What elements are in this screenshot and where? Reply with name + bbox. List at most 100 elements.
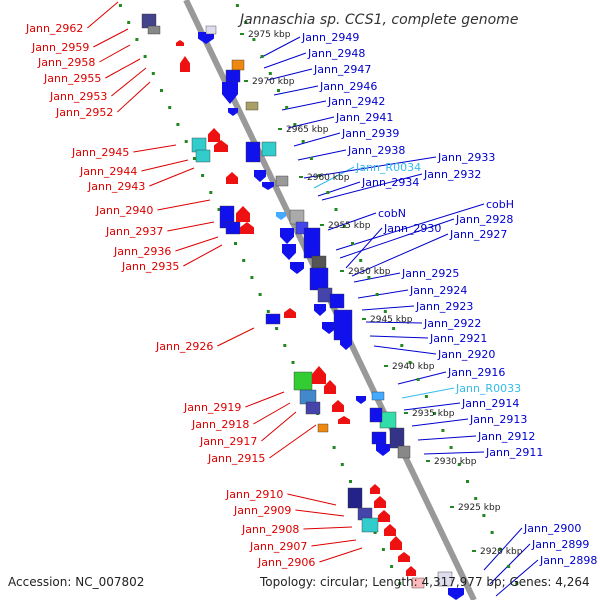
scale-label: 2960 kbp [307,173,350,183]
scale-label: 2970 kbp [252,77,295,87]
left-gene-label: Jann_2910 [225,488,283,501]
right-label-leader [287,116,335,129]
gene-block [371,391,385,401]
gene-block [411,577,425,589]
right-gene-labels: Jann_2949Jann_2948Jann_2947Jann_2946Jann… [301,31,597,567]
left-tick-row-dot [340,463,344,466]
left-tick-row-dot [373,531,377,534]
forward-gene-arrow [390,536,402,550]
scale-tick [472,550,476,552]
gene-block [333,309,353,341]
reverse-gene-arrow [314,304,326,316]
right-tick-row-dot [507,565,511,568]
right-tick-row-dot [392,327,396,330]
left-label-leader [167,221,215,232]
gene-block [225,69,241,83]
left-gene-label: Jann_2955 [43,72,101,85]
genome-title: Jannaschia sp. CCS1, complete genome [237,12,518,28]
reverse-gene-arrow [322,322,336,334]
right-tick-row-dot [309,157,313,160]
left-tick-row-dot [127,21,131,24]
gene-features [141,13,464,600]
right-gene-label: Jann_2946 [319,80,377,93]
right-tick-row-dot [498,548,502,551]
right-gene-label: Jann_2911 [485,446,543,459]
right-label-leader [403,402,461,411]
left-label-leader [175,236,219,252]
scale-label: 2925 kbp [458,503,501,513]
left-gene-label: Jann_2952 [55,106,113,119]
forward-gene-arrow [180,56,190,72]
forward-gene-arrow [176,40,184,46]
gene-block [147,25,161,35]
right-tick-row-dot [466,480,469,483]
right-label-leader [489,543,531,585]
right-gene-label: Jann_R0034 [355,161,421,174]
right-label-leader [361,305,415,311]
reverse-gene-arrow [290,262,304,274]
right-label-leader [267,68,313,81]
left-gene-label: Jann_2918 [191,418,249,431]
scale-tick [320,224,324,226]
left-gene-label: Jann_2935 [121,260,179,273]
forward-gene-arrow [208,128,220,142]
gene-block [293,371,313,391]
left-gene-label: Jann_2962 [25,22,83,35]
reverse-gene-arrow [340,338,352,350]
right-tick-row-dot [416,378,420,381]
left-tick-row-dot [398,582,402,585]
right-label-leader [417,435,477,441]
left-gene-label: Jann_2943 [87,180,145,193]
right-tick-row-dot [244,21,248,24]
right-label-leader [495,559,539,597]
scale-tick [240,33,244,35]
left-tick-row-dot [349,480,352,483]
forward-gene-arrow [374,496,386,508]
left-tick-row-dot [168,106,172,109]
right-tick-row-dot [457,463,461,466]
left-label-leader [149,167,195,187]
left-tick-row-dot [332,446,336,449]
left-tick-row-dot [266,310,270,313]
right-label-leader [357,289,409,299]
right-tick-row-dot [367,276,371,279]
reverse-gene-arrow [280,228,294,244]
right-gene-label: Jann_2949 [301,31,359,44]
scale-tick [278,128,282,130]
left-gene-label: Jann_2936 [113,245,171,258]
right-label-leader [483,527,523,571]
left-gene-label: Jann_2926 [155,340,213,353]
left-tick-row-dot [160,89,163,92]
left-tick-row-dot [217,208,221,211]
scale-label: 2935 kbp [412,409,455,419]
left-gene-label: Jann_2937 [105,225,163,238]
left-label-leader [311,539,357,547]
right-label-leader [401,387,455,399]
right-tick-row-dot [334,208,338,211]
right-label-leader [327,212,377,231]
gene-block [195,149,211,163]
left-tick-row-dot [381,548,385,551]
gene-block [361,517,379,533]
forward-gene-arrow [398,552,410,562]
forward-gene-arrow [324,380,336,394]
right-label-leader [345,227,383,269]
right-gene-label: Jann_2948 [307,47,365,60]
gene-block [303,227,321,259]
left-gene-label: Jann_2959 [31,41,89,54]
left-tick-row-dot [390,565,394,568]
right-label-leader [369,335,429,339]
forward-gene-arrow [240,222,254,234]
right-gene-label: Jann_2934 [361,176,419,189]
forward-gene-arrow [226,172,238,184]
gene-block [329,293,345,309]
left-label-leader [117,81,151,113]
right-tick-row-dot [252,38,256,41]
right-gene-label: Jann_2928 [455,213,513,226]
reverse-gene-arrow [448,588,464,600]
right-label-leader [351,233,449,277]
right-gene-label: Jann_2913 [469,413,527,426]
left-tick-row-dot [283,344,287,347]
reverse-gene-arrow [356,396,366,404]
